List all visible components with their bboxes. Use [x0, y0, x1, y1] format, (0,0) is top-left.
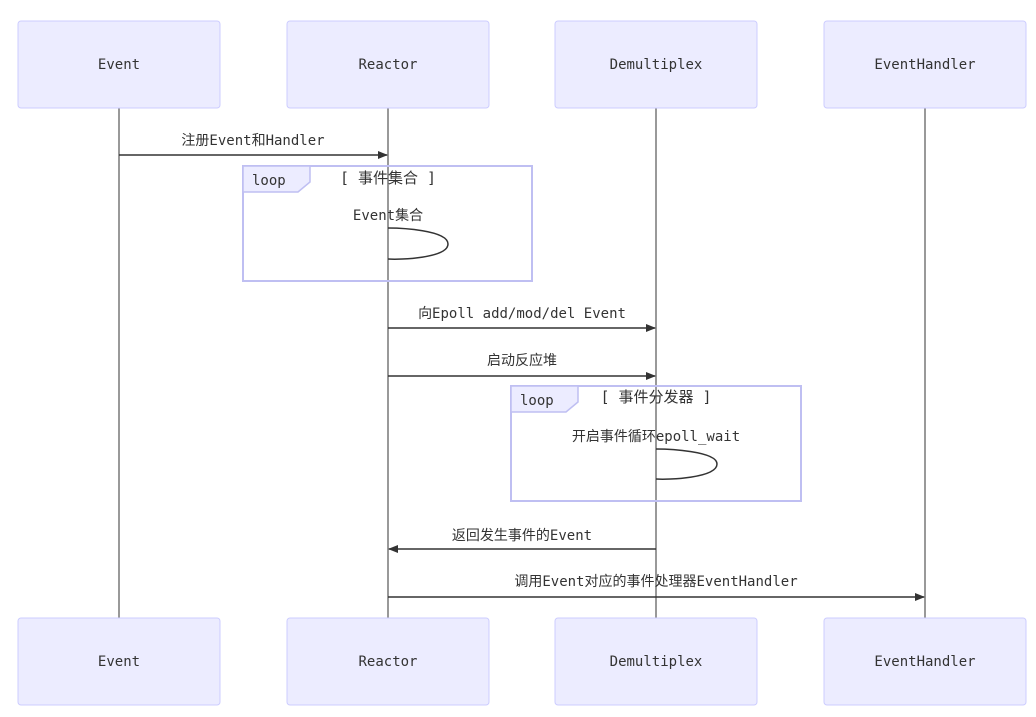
message-label-6: 返回发生事件的Event: [452, 528, 592, 544]
actor-demultiplex-top-label: Demultiplex: [610, 57, 703, 73]
actor-eventhandler-bottom-label: EventHandler: [874, 654, 975, 670]
message-label-5: 开启事件循环epoll_wait: [572, 429, 740, 445]
message-label-1: 注册Event和Handler: [181, 133, 324, 149]
loop-condition-2: [ 事件分发器 ]: [600, 388, 711, 406]
actor-event-bottom: Event: [17, 617, 221, 706]
loop-condition-1: [ 事件集合 ]: [340, 169, 436, 187]
message-label-4: 启动反应堆: [487, 352, 557, 369]
actor-eventhandler-bottom: EventHandler: [823, 617, 1027, 706]
loop-tag-1: loop: [252, 173, 286, 189]
actor-event-top: Event: [17, 20, 221, 109]
loop-frame-2: loop [ 事件分发器 ]: [510, 385, 802, 502]
message-self-loop-2: [655, 448, 718, 480]
loop-frame-1: loop [ 事件集合 ]: [242, 165, 533, 282]
actor-demultiplex-bottom-label: Demultiplex: [610, 654, 703, 670]
actor-eventhandler-top-label: EventHandler: [874, 57, 975, 73]
actor-reactor-top-label: Reactor: [358, 57, 417, 73]
actor-event-top-label: Event: [98, 57, 140, 73]
message-self-loop-1: [387, 227, 449, 260]
actor-demultiplex-bottom: Demultiplex: [554, 617, 758, 706]
message-label-7: 调用Event对应的事件处理器EventHandler: [514, 573, 797, 590]
actor-reactor-bottom: Reactor: [286, 617, 490, 706]
message-label-2: Event集合: [353, 207, 423, 224]
actor-reactor-bottom-label: Reactor: [358, 654, 417, 670]
message-label-3: 向Epoll add/mod/del Event: [418, 306, 626, 322]
actor-event-bottom-label: Event: [98, 654, 140, 670]
loop-tag-2: loop: [520, 393, 554, 409]
actor-eventhandler-top: EventHandler: [823, 20, 1027, 109]
actor-demultiplex-top: Demultiplex: [554, 20, 758, 109]
actor-reactor-top: Reactor: [286, 20, 490, 109]
